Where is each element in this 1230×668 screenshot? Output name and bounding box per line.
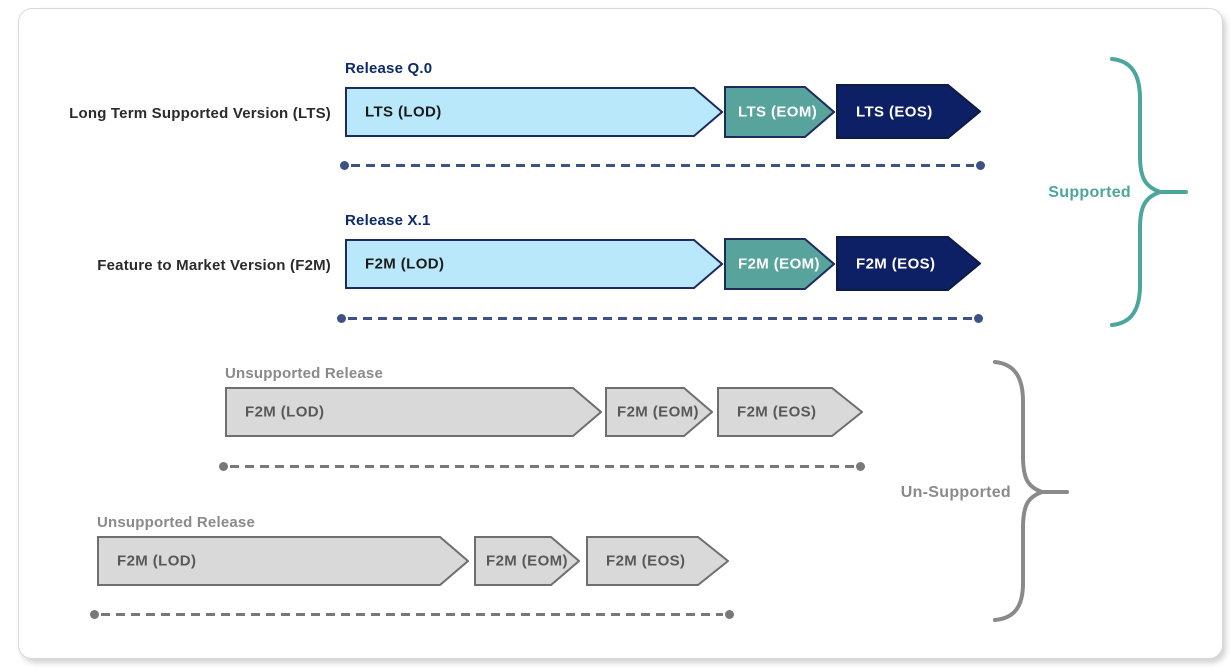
arrow-label-f2m-lod: F2M (LOD) <box>365 255 445 273</box>
supported-curly-brace-icon <box>1110 57 1188 327</box>
dash-endpoint-dot <box>219 462 228 471</box>
dash-segment <box>230 465 854 468</box>
arrow-label-unsupported1-eos: F2M (EOS) <box>737 403 817 421</box>
arrow-unsupported1-eos: F2M (EOS) <box>717 387 863 437</box>
dash-endpoint-dot <box>340 161 349 170</box>
row-label-f2m: Feature to Market Version (F2M) <box>97 257 331 274</box>
dash-segment <box>101 613 723 616</box>
arrow-shape-icon <box>345 87 723 137</box>
dash-endpoint-dot <box>725 610 734 619</box>
dash-endpoint-dot <box>974 314 983 323</box>
dash-endpoint-dot <box>976 161 985 170</box>
timeline-dash-lts <box>340 161 985 170</box>
arrow-unsupported1-eom: F2M (EOM) <box>605 387 713 437</box>
arrow-unsupported2-lod: F2M (LOD) <box>97 536 469 586</box>
dash-endpoint-dot <box>856 462 865 471</box>
arrow-unsupported2-eos: F2M (EOS) <box>586 536 729 586</box>
release-label-x1: Release X.1 <box>345 212 431 229</box>
arrow-label-unsupported2-lod: F2M (LOD) <box>117 552 197 570</box>
arrow-lts-eos: LTS (EOS) <box>836 84 981 139</box>
unsupported-label: Un-Supported <box>900 484 1011 501</box>
unsupported-release-title-1: Unsupported Release <box>225 365 384 382</box>
release-label-q0: Release Q.0 <box>345 60 433 77</box>
arrow-unsupported2-eom: F2M (EOM) <box>474 536 580 586</box>
arrow-label-f2m-eom: F2M (EOM) <box>738 255 820 273</box>
arrow-shape-icon <box>836 84 981 139</box>
arrow-shape-icon <box>836 236 981 291</box>
arrow-label-unsupported2-eos: F2M (EOS) <box>606 552 686 570</box>
dash-endpoint-dot <box>90 610 99 619</box>
arrow-label-lts-eom: LTS (EOM) <box>738 103 818 121</box>
diagram-card: Long Term Supported Version (LTS) Releas… <box>18 8 1223 659</box>
arrow-shape-icon <box>225 387 602 437</box>
arrow-label-lts-lod: LTS (LOD) <box>365 103 442 121</box>
arrow-lts-lod: LTS (LOD) <box>345 87 723 137</box>
dash-segment <box>348 317 972 320</box>
arrow-shape-icon <box>345 239 723 289</box>
arrow-shape-icon <box>724 86 835 138</box>
arrow-shape-icon <box>605 387 713 437</box>
arrow-shape-icon <box>717 387 863 437</box>
arrow-shape-icon <box>586 536 729 586</box>
arrow-label-unsupported1-lod: F2M (LOD) <box>245 403 325 421</box>
arrow-f2m-lod: F2M (LOD) <box>345 239 723 289</box>
timeline-dash-unsupported2 <box>90 610 734 619</box>
timeline-dash-f2m <box>337 314 983 323</box>
arrow-label-unsupported2-eom: F2M (EOM) <box>486 552 568 570</box>
unsupported-curly-brace-icon <box>993 360 1069 622</box>
arrow-label-unsupported1-eom: F2M (EOM) <box>617 403 699 421</box>
arrow-shape-icon <box>724 238 835 290</box>
unsupported-release-title-2: Unsupported Release <box>97 514 256 531</box>
arrow-f2m-eos: F2M (EOS) <box>836 236 981 291</box>
arrow-shape-icon <box>97 536 469 586</box>
dash-segment <box>351 164 974 167</box>
arrow-unsupported1-lod: F2M (LOD) <box>225 387 602 437</box>
timeline-dash-unsupported1 <box>219 462 865 471</box>
arrow-f2m-eom: F2M (EOM) <box>724 238 835 290</box>
row-label-lts: Long Term Supported Version (LTS) <box>69 105 331 122</box>
arrow-lts-eom: LTS (EOM) <box>724 86 835 138</box>
arrow-label-lts-eos: LTS (EOS) <box>856 103 933 120</box>
arrow-label-f2m-eos: F2M (EOS) <box>856 255 936 272</box>
supported-label: Supported <box>1048 184 1131 201</box>
arrow-shape-icon <box>474 536 580 586</box>
dash-endpoint-dot <box>337 314 346 323</box>
